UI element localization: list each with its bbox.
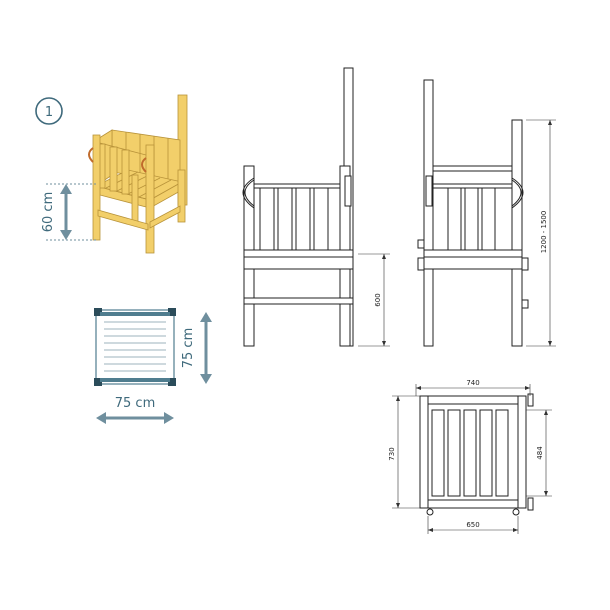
top-depth-dim: 730 (388, 447, 396, 460)
iso-height-dimension: 60 cm (41, 183, 96, 241)
front-elevation-drawing: 600 (242, 67, 390, 347)
side-height-dim: 1200 - 1500 (540, 211, 548, 254)
step-badge: 1 (35, 97, 63, 125)
iso-height-label: 60 cm (41, 192, 56, 233)
footprint-depth-label: 75 cm (181, 328, 196, 369)
side-elevation-drawing: 1200 - 1500 (417, 79, 556, 347)
top-width-dim: 740 (466, 379, 479, 387)
footprint-diagram: 75 cm 75 cm (94, 308, 212, 424)
iso-tower-illustration (88, 94, 188, 254)
top-bottom-width-dim: 650 (466, 521, 479, 529)
top-inner-dim: 484 (536, 446, 544, 460)
footprint-width-label: 75 cm (115, 396, 156, 411)
front-height-dim: 600 (374, 293, 382, 306)
step-number: 1 (45, 105, 53, 120)
top-plan-drawing: 740 730 484 650 (388, 379, 552, 534)
